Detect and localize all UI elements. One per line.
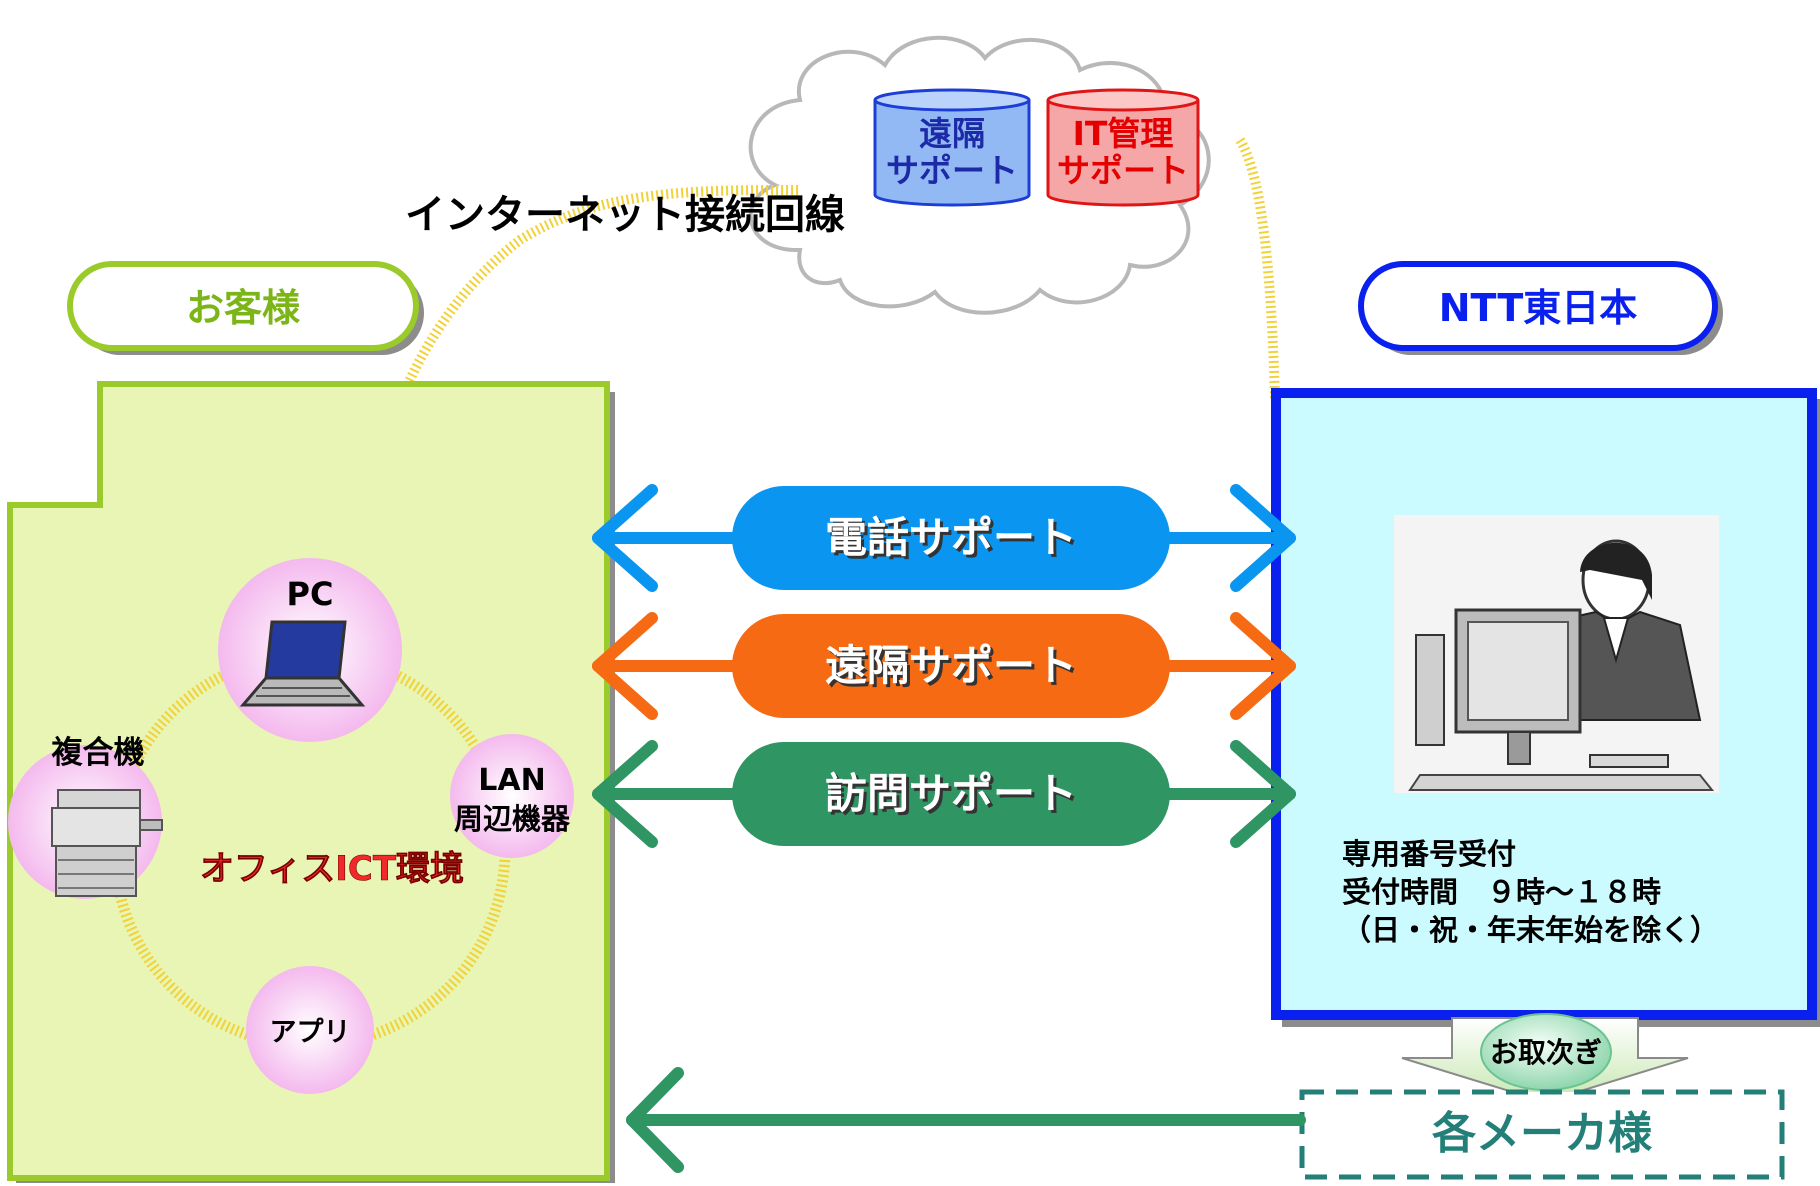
it-cylinder-label-2: サポート xyxy=(1057,151,1189,190)
remote-cylinder-label-2: サポート xyxy=(886,151,1018,190)
referral-badge-label: お取次ぎ xyxy=(1490,1036,1602,1069)
customer-title: お客様 xyxy=(186,286,301,330)
app-node: アプリ xyxy=(246,966,374,1094)
makers-box: 各メーカ様 xyxy=(1299,1089,1785,1180)
mfp-label: 複合機 xyxy=(52,735,145,771)
arrow-head-left xyxy=(592,484,658,592)
arrow-head-right xyxy=(1230,612,1296,720)
it-cylinder-label-1: IT管理 xyxy=(1073,114,1174,153)
internet-line-label: インターネット接続回線 xyxy=(405,192,845,238)
provider-line xyxy=(1235,137,1280,399)
provider-title: NTT東日本 xyxy=(1439,286,1638,330)
provider-info-line-2: 受付時間 ９時～１８時 xyxy=(1342,875,1661,909)
support-label: 電話サポート xyxy=(825,513,1077,562)
pc-node: PC xyxy=(218,558,402,742)
pc-label: PC xyxy=(287,575,334,613)
office-ict-label: オフィスICT環境 xyxy=(200,849,464,889)
arrow-head-right xyxy=(1230,740,1296,848)
provider-info-line-1: 専用番号受付 xyxy=(1342,837,1516,871)
provider-title-pill: NTT東日本 xyxy=(1358,261,1723,355)
mfp-node: 複合機 xyxy=(8,735,163,899)
support-pill xyxy=(732,742,1170,846)
printer-icon xyxy=(51,789,163,897)
remote-support-cylinder: 遠隔 サポート xyxy=(873,88,1031,207)
support-label-shadow: 電話サポート xyxy=(828,516,1080,565)
remote-cylinder-label-1: 遠隔 xyxy=(919,114,985,153)
referral-badge: お取次ぎ xyxy=(1480,1013,1612,1091)
makers-label: 各メーカ様 xyxy=(1432,1108,1653,1159)
operator-illustration xyxy=(1394,515,1719,793)
support-label-shadow: 訪問サポート xyxy=(828,772,1080,821)
laptop-icon xyxy=(239,620,366,707)
support-pill xyxy=(732,614,1170,718)
app-label: アプリ xyxy=(270,1017,351,1048)
lan-node: LAN 周辺機器 xyxy=(450,734,574,858)
arrow-head-left xyxy=(592,612,658,720)
arrow-head-left xyxy=(592,740,658,848)
provider-info-line-3: （日・祝・年末年始を除く） xyxy=(1342,913,1719,947)
provider-area xyxy=(1271,388,1820,1027)
support-pill xyxy=(732,486,1170,590)
customer-title-pill: お客様 xyxy=(67,261,424,355)
support-label: 遠隔サポート xyxy=(825,641,1077,690)
operator-icon xyxy=(1408,539,1715,791)
lan-label-1: LAN xyxy=(478,763,545,798)
support-label: 訪問サポート xyxy=(825,769,1077,818)
return-arrow xyxy=(626,1067,1306,1173)
support-label-shadow: 遠隔サポート xyxy=(828,644,1080,693)
lan-label-2: 周辺機器 xyxy=(454,802,571,836)
it-management-cylinder: IT管理 サポート xyxy=(1046,88,1200,207)
arrow-head-right xyxy=(1230,484,1296,592)
